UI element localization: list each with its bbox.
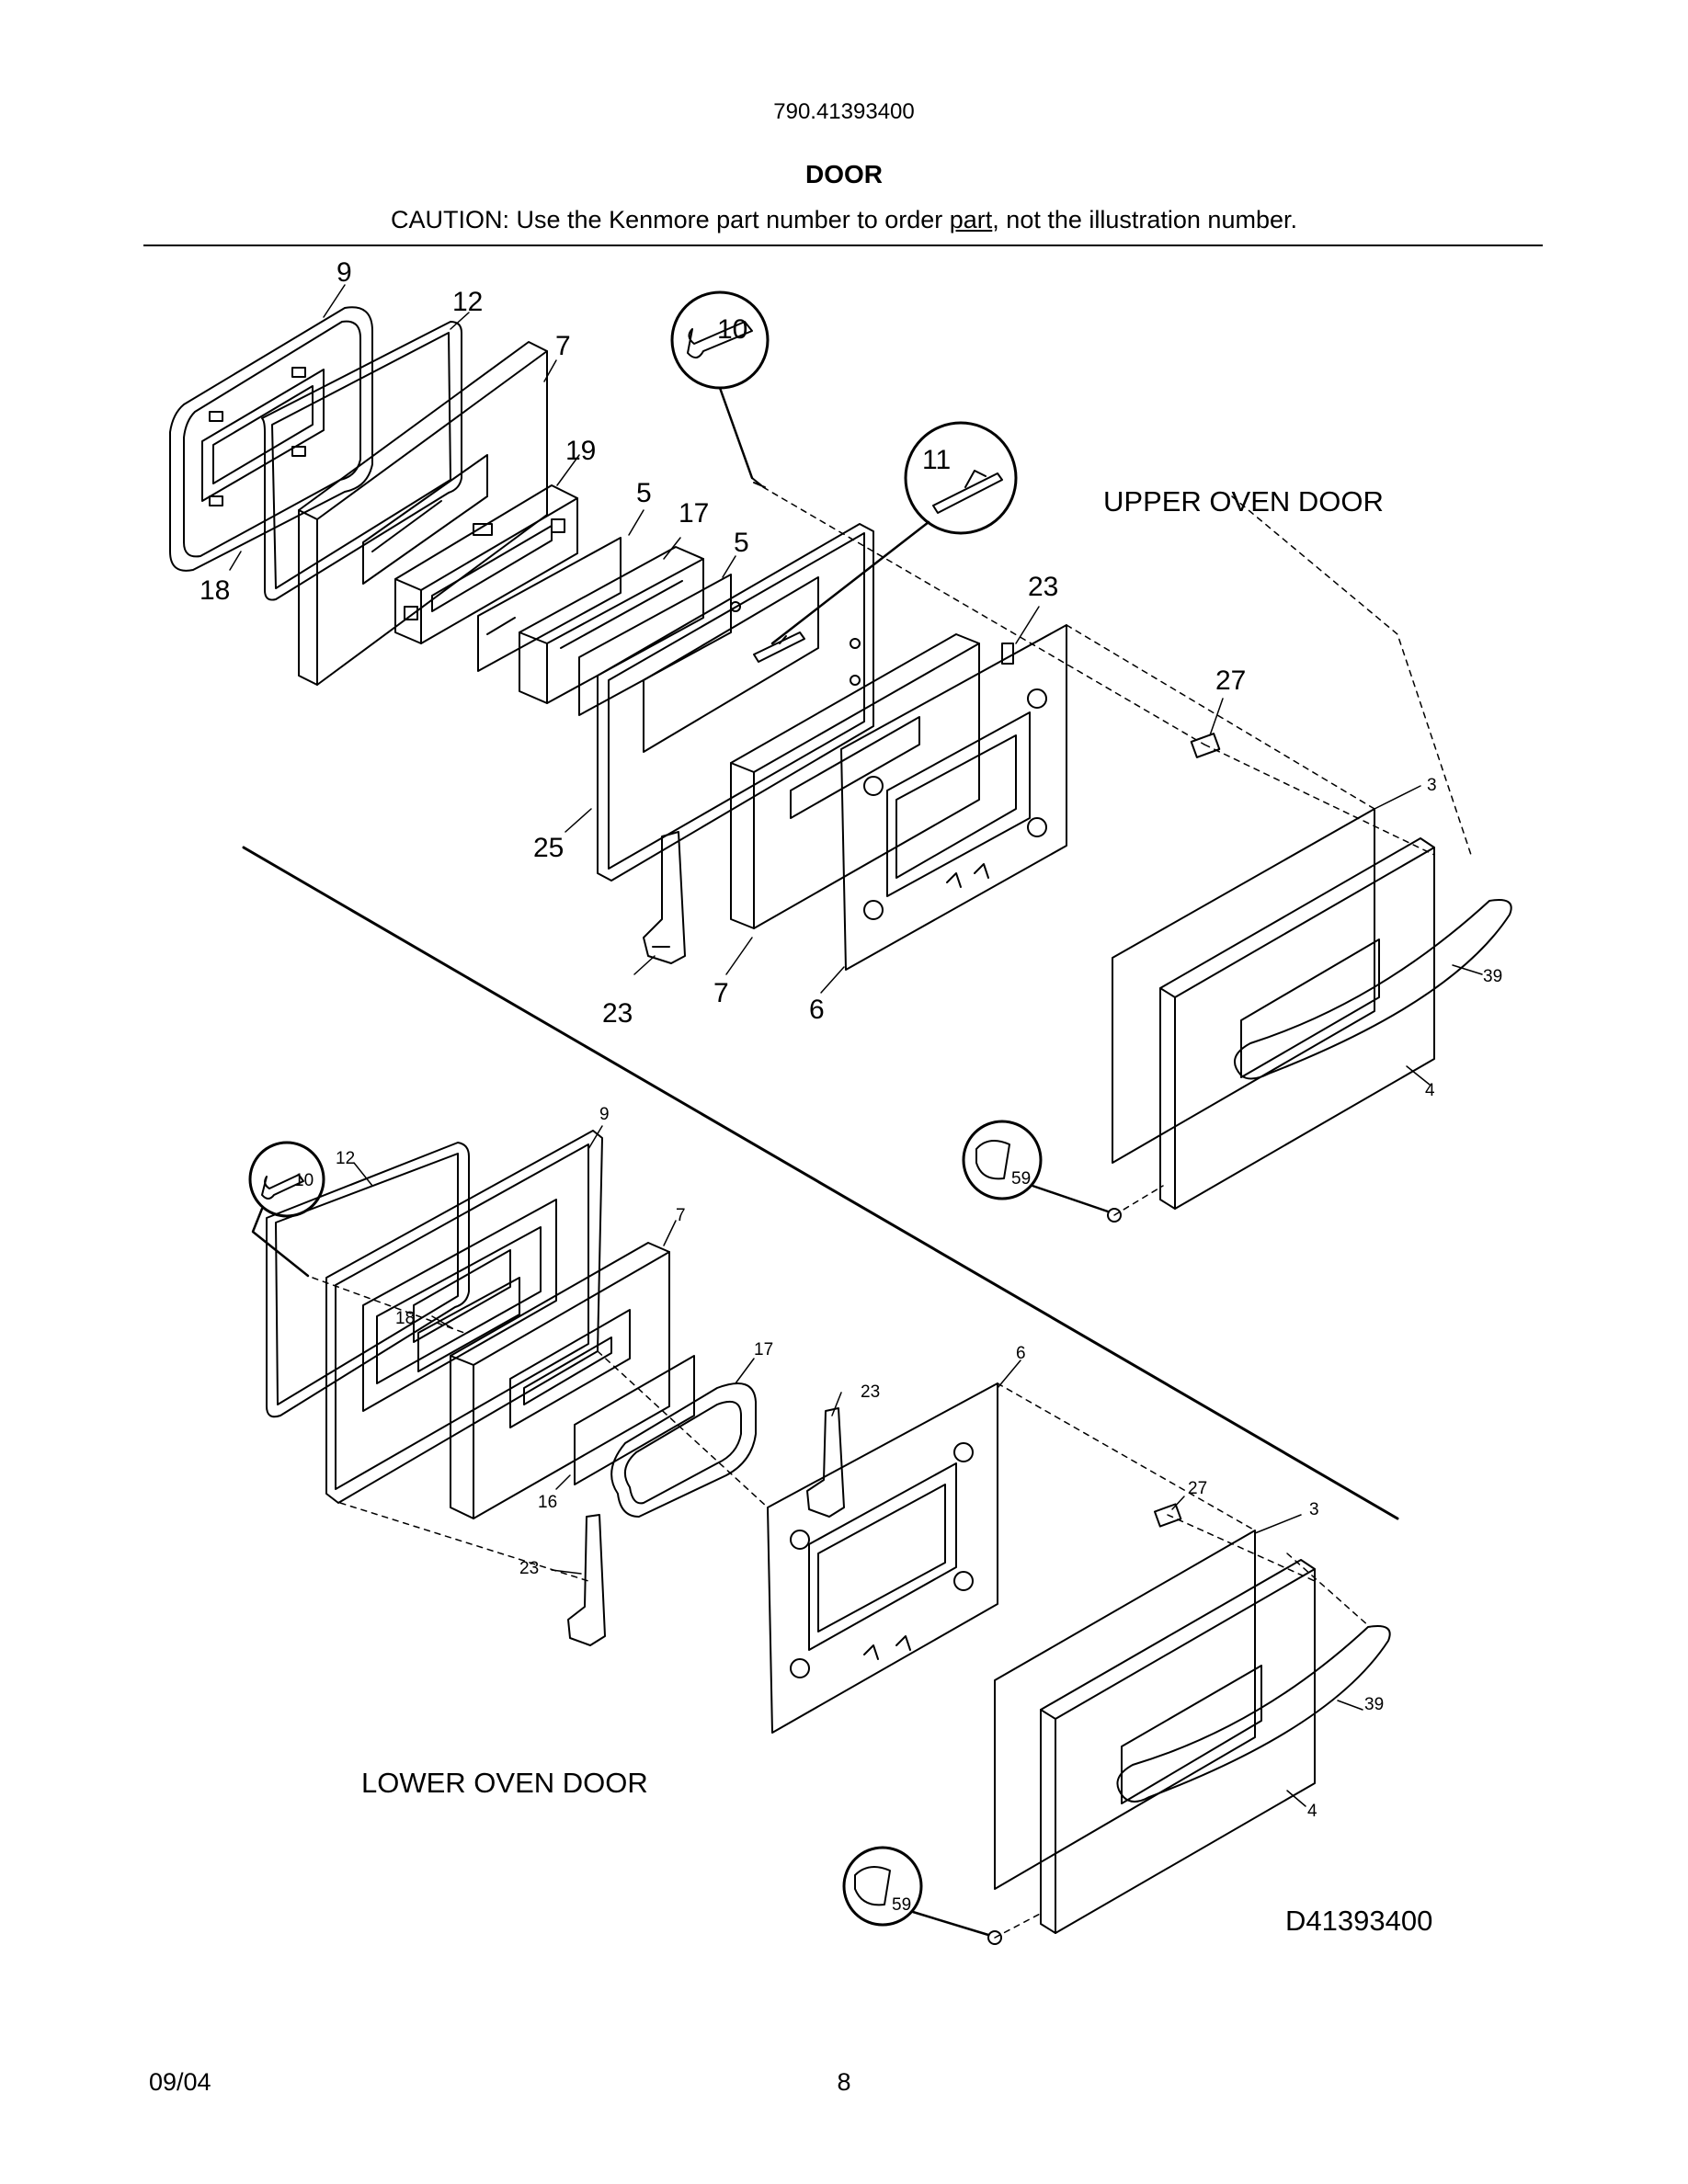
lower-part-39-handle xyxy=(1116,1625,1391,1803)
footer-date: 09/04 xyxy=(149,2068,211,2096)
lower-part-4-outer-door xyxy=(1040,1559,1316,1934)
upper-part-11-bracket xyxy=(753,631,805,663)
lower-callout-4: 4 xyxy=(1307,1802,1317,1821)
upper-part-39-handle xyxy=(1233,899,1512,1080)
upper-alignment-lines xyxy=(762,486,1472,1216)
lower-leader-lines xyxy=(251,1207,990,1937)
upper-callout-4: 4 xyxy=(1425,1081,1435,1100)
lower-callout-23b: 23 xyxy=(519,1559,539,1578)
upper-part-23-hinge xyxy=(643,831,686,964)
upper-callout-circle-11 xyxy=(904,421,1018,535)
upper-callout-27: 27 xyxy=(1215,665,1246,696)
upper-part-59-screw xyxy=(1107,1208,1122,1223)
lower-callout-16: 16 xyxy=(538,1493,557,1512)
lower-part-18-liner xyxy=(417,1277,520,1372)
upper-callout-10: 10 xyxy=(717,314,747,345)
upper-callout-19: 19 xyxy=(565,436,596,466)
lower-alignment-lines xyxy=(312,1277,1371,1939)
upper-callout-23b: 23 xyxy=(602,998,633,1029)
upper-callout-11-bracket-icon xyxy=(932,470,1003,514)
lower-callout-9: 9 xyxy=(599,1105,610,1124)
upper-oven-door-label: UPPER OVEN DOOR xyxy=(1103,485,1384,518)
page-title: DOOR xyxy=(805,160,883,188)
upper-callout-10-screw-icon xyxy=(687,321,753,358)
lower-callout-23a: 23 xyxy=(861,1382,880,1402)
lower-callout-10-screw-icon xyxy=(261,1174,304,1200)
upper-part-5-glass-b xyxy=(578,574,732,716)
lower-part-23-hinge-a xyxy=(806,1407,845,1518)
lower-part-9-inner-panel xyxy=(325,1130,603,1504)
lower-callout-12: 12 xyxy=(336,1149,355,1168)
caution-note: CAUTION: Use the Kenmore part number to … xyxy=(0,206,1688,234)
upper-callout-23a: 23 xyxy=(1028,572,1058,602)
upper-part-17-window-pack xyxy=(519,546,704,704)
lower-callout-27: 27 xyxy=(1188,1479,1207,1498)
upper-callout-59: 59 xyxy=(1011,1169,1031,1189)
lower-part-3-outer-glass xyxy=(994,1530,1256,1890)
lower-callout-17: 17 xyxy=(754,1340,773,1359)
upper-callout-9: 9 xyxy=(336,257,352,288)
lower-part-27-bumper xyxy=(1153,1503,1182,1528)
upper-part-19-window-frame xyxy=(394,484,578,644)
page-number: 8 xyxy=(837,2068,851,2096)
upper-part-7b-insulation xyxy=(730,633,980,929)
section-divider-line xyxy=(242,846,1399,1520)
upper-callout-12: 12 xyxy=(452,287,483,317)
lower-part-59-screw xyxy=(987,1930,1002,1945)
upper-callout-25: 25 xyxy=(533,833,564,863)
upper-part-23-receptacle xyxy=(1001,643,1014,665)
caution-text-after: , not the illustration number. xyxy=(992,206,1297,233)
upper-part-9-inner-panel xyxy=(169,306,373,572)
model-number: 790.41393400 xyxy=(773,99,915,124)
lower-part-12-gasket xyxy=(266,1142,470,1418)
lower-callout-7: 7 xyxy=(676,1206,686,1225)
lower-part-23-hinge-b xyxy=(567,1514,606,1646)
header-rule xyxy=(143,245,1543,246)
lower-callout-6: 6 xyxy=(1016,1344,1026,1363)
upper-callout-ticks xyxy=(229,284,1483,1086)
upper-callout-17: 17 xyxy=(679,498,709,529)
lower-part-6-inner-door xyxy=(767,1382,998,1734)
upper-callout-7b: 7 xyxy=(713,978,729,1008)
lower-part-17-window-gasket xyxy=(610,1382,757,1518)
upper-part-5-glass-a xyxy=(477,537,622,672)
upper-part-10-screw xyxy=(751,477,766,488)
lower-callout-3: 3 xyxy=(1309,1500,1319,1519)
upper-part-25-door-liner xyxy=(597,523,874,882)
upper-part-3-outer-glass xyxy=(1112,808,1375,1164)
upper-callout-3: 3 xyxy=(1427,776,1437,795)
lower-callout-59: 59 xyxy=(892,1895,911,1915)
caution-part-link: part xyxy=(949,206,993,233)
lower-callout-39: 39 xyxy=(1364,1695,1384,1714)
upper-callout-6: 6 xyxy=(809,995,825,1025)
upper-callout-18: 18 xyxy=(200,575,230,606)
lower-callout-10: 10 xyxy=(294,1171,314,1190)
lower-callout-circle-59 xyxy=(842,1846,923,1927)
upper-part-6-inner-door xyxy=(840,624,1067,971)
upper-callout-39: 39 xyxy=(1483,967,1502,986)
lower-callout-ticks xyxy=(353,1125,1363,1807)
upper-leader-lines xyxy=(718,386,1110,1213)
lower-callout-59-bumper-icon xyxy=(854,1866,891,1906)
lower-oven-door-label: LOWER OVEN DOOR xyxy=(361,1767,648,1799)
lower-callout-18: 18 xyxy=(395,1309,415,1328)
upper-callout-circle-59 xyxy=(962,1120,1043,1200)
upper-part-27-bumper xyxy=(1190,733,1221,758)
upper-part-7-insulation xyxy=(298,341,548,686)
lower-part-7-insulation xyxy=(450,1242,670,1519)
lower-callout-circle-10 xyxy=(248,1141,325,1218)
upper-callout-11: 11 xyxy=(922,445,951,475)
upper-callout-5a: 5 xyxy=(636,478,652,508)
upper-part-4-outer-door xyxy=(1159,837,1435,1210)
upper-callout-59-bumper-icon xyxy=(975,1140,1010,1180)
upper-callout-7a: 7 xyxy=(555,331,571,361)
lower-part-16-glass xyxy=(574,1355,695,1485)
upper-callout-5b: 5 xyxy=(734,528,749,558)
caution-text-before: CAUTION: Use the Kenmore part number to … xyxy=(391,206,950,233)
drawing-code: D41393400 xyxy=(1285,1905,1433,1937)
